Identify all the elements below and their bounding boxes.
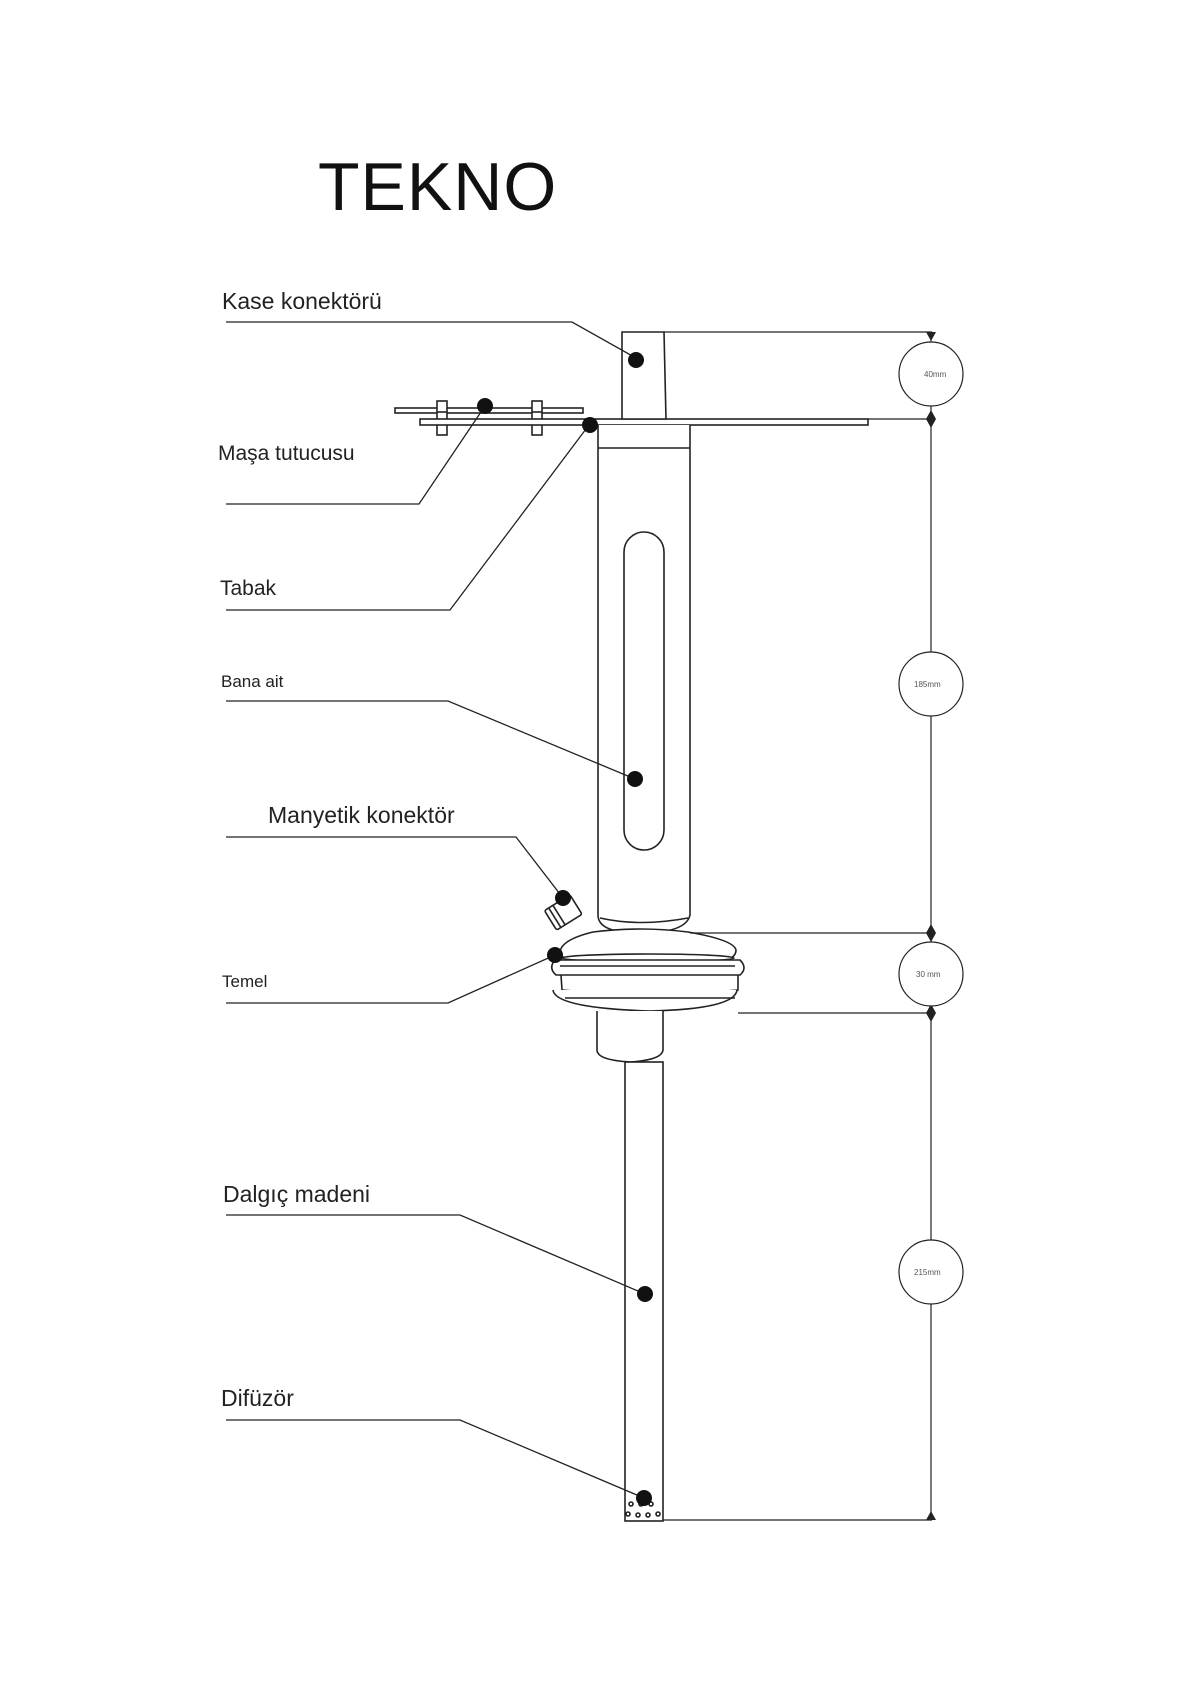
dimension-circle-40 [898,341,964,407]
dimension-text-185: 185mm [914,680,941,689]
callout-dots [477,352,653,1506]
dimension-text-40: 40mm [924,370,947,379]
label-difuzor: Difüzör [221,1385,294,1411]
dimension-circle-215 [898,1239,964,1305]
dimension-lines [663,331,932,1521]
viewing-window [623,531,665,851]
dimension-circle-185 [898,651,964,717]
downstem [624,1061,664,1522]
plate [419,418,869,426]
dimension-arrows [926,332,936,1520]
label-masa-tutucusu: Maşa tutucusu [218,442,355,465]
label-kase-konektoru: Kase konektörü [222,288,382,314]
label-dalgic-madeni: Dalgıç madeni [223,1181,371,1207]
downstem-collar [596,1011,664,1063]
dimension-text-30: 30 mm [916,970,941,979]
label-bana-ait: Bana ait [221,672,284,691]
leader-lines [226,321,646,1499]
label-temel: Temel [222,972,268,991]
page-title: TEKNO [318,149,558,225]
base [550,928,745,1012]
main-column [597,425,691,934]
dimension-text-215: 215mm [914,1268,941,1277]
dimension-circle-30 [898,941,964,1007]
bowl-connector [621,331,667,420]
label-manyetik-konektor: Manyetik konektör [268,802,455,828]
label-tabak: Tabak [220,577,277,600]
